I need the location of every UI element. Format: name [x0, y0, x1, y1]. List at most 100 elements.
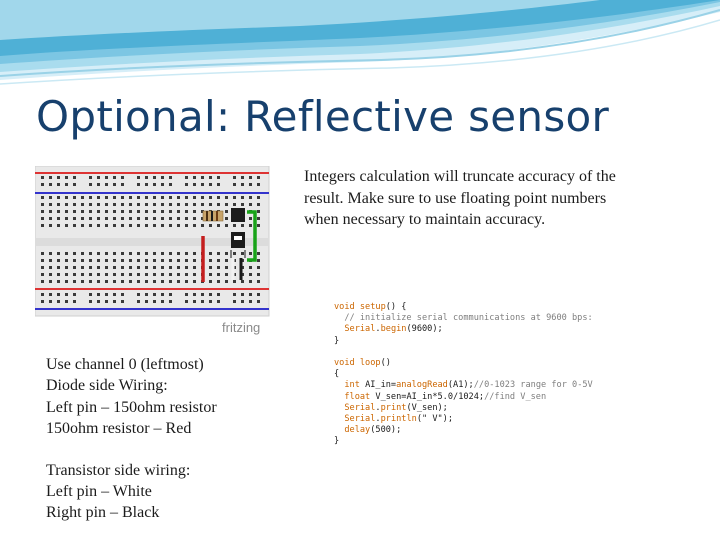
breadboard-hole — [97, 196, 100, 199]
breadboard-hole — [217, 224, 220, 227]
breadboard-hole — [177, 196, 180, 199]
breadboard-hole — [105, 203, 108, 206]
breadboard-hole — [249, 280, 252, 283]
breadboard-hole — [225, 252, 228, 255]
breadboard-hole — [249, 300, 252, 303]
breadboard-hole — [257, 210, 260, 213]
breadboard-hole — [137, 217, 140, 220]
breadboard-hole — [97, 252, 100, 255]
breadboard-hole — [145, 203, 148, 206]
code-token: int — [344, 380, 366, 391]
breadboard-hole — [49, 203, 52, 206]
breadboard-hole — [41, 203, 44, 206]
breadboard-hole — [41, 252, 44, 255]
breadboard-hole — [193, 176, 196, 179]
breadboard-hole — [105, 300, 108, 303]
breadboard-hole — [137, 203, 140, 206]
breadboard-hole — [49, 259, 52, 262]
breadboard-hole — [97, 259, 100, 262]
breadboard-hole — [257, 224, 260, 227]
code-line: { — [334, 369, 606, 380]
code-token: void — [334, 302, 360, 312]
breadboard-hole — [49, 196, 52, 199]
breadboard-hole — [161, 280, 164, 283]
breadboard-hole — [257, 176, 260, 179]
breadboard-hole — [145, 217, 148, 220]
breadboard-hole — [81, 217, 84, 220]
breadboard-hole — [129, 224, 132, 227]
breadboard-hole — [41, 300, 44, 303]
breadboard-hole — [145, 252, 148, 255]
breadboard-hole — [97, 183, 100, 186]
breadboard-hole — [257, 203, 260, 206]
breadboard-hole — [89, 293, 92, 296]
breadboard-hole — [217, 183, 220, 186]
breadboard-hole — [89, 217, 92, 220]
breadboard-hole — [41, 183, 44, 186]
breadboard-hole — [137, 300, 140, 303]
breadboard-hole — [209, 259, 212, 262]
breadboard-hole — [113, 259, 116, 262]
code-line: delay(500); — [334, 425, 606, 436]
breadboard-hole — [97, 210, 100, 213]
breadboard-hole — [169, 210, 172, 213]
wiring-instructions: Use channel 0 (leftmost) Diode side Wiri… — [46, 354, 286, 524]
code-token: println — [380, 413, 417, 424]
breadboard-hole — [89, 273, 92, 276]
breadboard-hole — [209, 273, 212, 276]
breadboard-hole — [241, 176, 244, 179]
breadboard-hole — [233, 183, 236, 186]
wiring-line: Use channel 0 (leftmost) — [46, 356, 204, 373]
breadboard-hole — [65, 217, 68, 220]
breadboard-hole — [161, 266, 164, 269]
code-token: void — [334, 357, 360, 368]
breadboard-hole — [73, 280, 76, 283]
wiring-spacer — [46, 440, 286, 460]
breadboard-hole — [57, 300, 60, 303]
breadboard-hole — [145, 273, 148, 276]
breadboard-hole — [73, 196, 76, 199]
breadboard-hole — [89, 183, 92, 186]
breadboard-hole — [153, 210, 156, 213]
breadboard-hole — [97, 280, 100, 283]
breadboard-hole — [153, 300, 156, 303]
slide-title: Optional: Reflective sensor — [36, 92, 610, 141]
breadboard-hole — [153, 196, 156, 199]
breadboard-hole — [145, 259, 148, 262]
breadboard-hole — [177, 217, 180, 220]
breadboard-hole — [257, 266, 260, 269]
breadboard-hole — [89, 280, 92, 283]
breadboard-hole — [121, 176, 124, 179]
breadboard-hole — [217, 300, 220, 303]
breadboard-hole — [65, 273, 68, 276]
breadboard-hole — [201, 217, 204, 220]
breadboard-hole — [57, 293, 60, 296]
code-token: // initialize serial communications at 9… — [334, 313, 593, 324]
breadboard-hole — [193, 217, 196, 220]
breadboard-hole — [145, 196, 148, 199]
breadboard-hole — [161, 210, 164, 213]
breadboard-hole — [233, 280, 236, 283]
breadboard-hole — [193, 280, 196, 283]
breadboard-hole — [41, 273, 44, 276]
code-line: int AI_in=analogRead(A1);//0-1023 range … — [334, 380, 606, 391]
arduino-code-screenshot: void setup() { // initialize serial comm… — [334, 302, 606, 474]
breadboard-hole — [81, 252, 84, 255]
breadboard-hole — [185, 224, 188, 227]
breadboard-hole — [161, 203, 164, 206]
breadboard-hole — [217, 293, 220, 296]
breadboard-hole — [185, 259, 188, 262]
code-token: . — [375, 402, 381, 413]
breadboard-hole — [185, 217, 188, 220]
breadboard-hole — [121, 196, 124, 199]
breadboard-hole — [185, 203, 188, 206]
breadboard-hole — [153, 273, 156, 276]
breadboard-hole — [65, 252, 68, 255]
breadboard-hole — [129, 252, 132, 255]
breadboard-hole — [97, 176, 100, 179]
breadboard-hole — [161, 217, 164, 220]
breadboard-hole — [121, 183, 124, 186]
breadboard-hole — [225, 259, 228, 262]
breadboard-hole — [225, 266, 228, 269]
breadboard-hole — [153, 252, 156, 255]
